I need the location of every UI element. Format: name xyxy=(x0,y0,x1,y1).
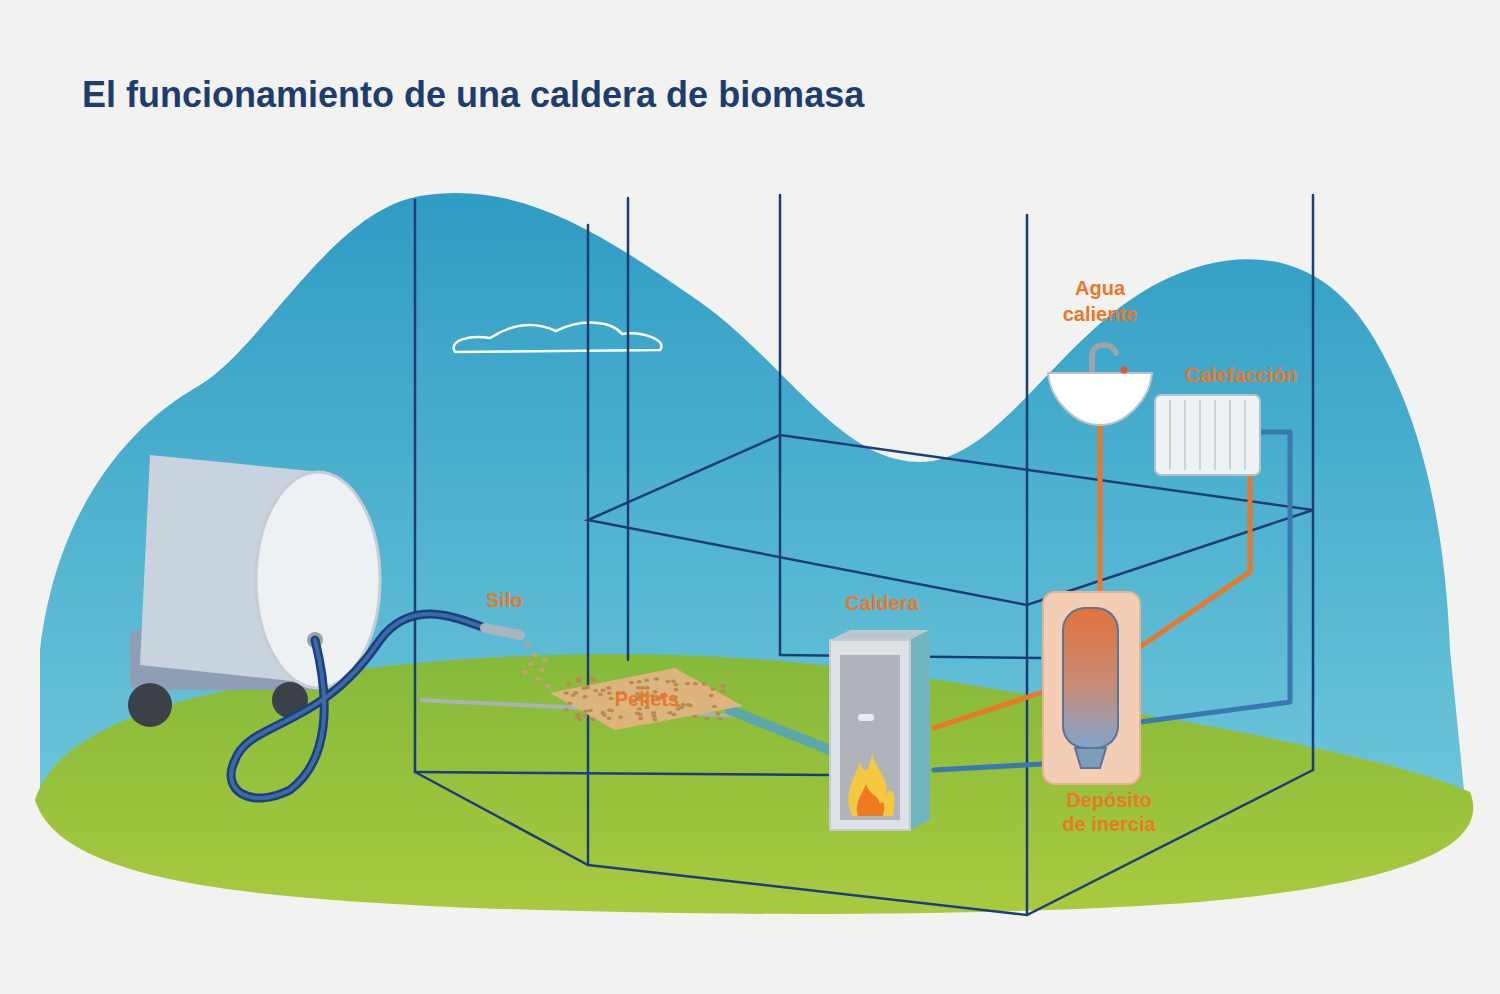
node-label: Calefacción xyxy=(1185,362,1297,388)
node-label: Depósito de inercia xyxy=(1055,592,1163,836)
buffer-tank: Depósito de inercia xyxy=(1030,592,1180,844)
node-label: Caldera xyxy=(830,590,934,616)
pipe-connector xyxy=(934,692,1043,770)
house-wireframe xyxy=(415,195,1313,915)
pipe-line xyxy=(1140,477,1250,647)
delivery-hose xyxy=(231,614,520,798)
pipe-line xyxy=(1098,425,1103,592)
pipe-line xyxy=(934,692,1043,728)
node-label: Pellets xyxy=(545,668,749,730)
radiator-heating: Calefacción xyxy=(1150,362,1330,477)
cloud-outline xyxy=(454,323,662,352)
pipe-connector xyxy=(730,710,830,750)
pellet-silo-tray: Pellets xyxy=(545,668,749,732)
pipe-line xyxy=(730,710,830,750)
label-wrap: Silo xyxy=(486,589,523,612)
pipe-line xyxy=(934,764,1043,770)
sink-hot-water: Agua caliente xyxy=(1040,275,1160,425)
diagram-title: El funcionamiento de una caldera de biom… xyxy=(82,74,864,116)
part-label: Silo xyxy=(486,589,523,612)
falling-pellets xyxy=(522,643,551,688)
title-wrap: El funcionamiento de una caldera de biom… xyxy=(82,74,864,116)
boiler-box-shape xyxy=(830,590,930,830)
pipe-connector xyxy=(1100,425,1101,592)
node-label: Agua caliente xyxy=(1050,275,1150,327)
boiler-box: Caldera xyxy=(830,590,934,830)
grass-ground xyxy=(35,654,1473,914)
